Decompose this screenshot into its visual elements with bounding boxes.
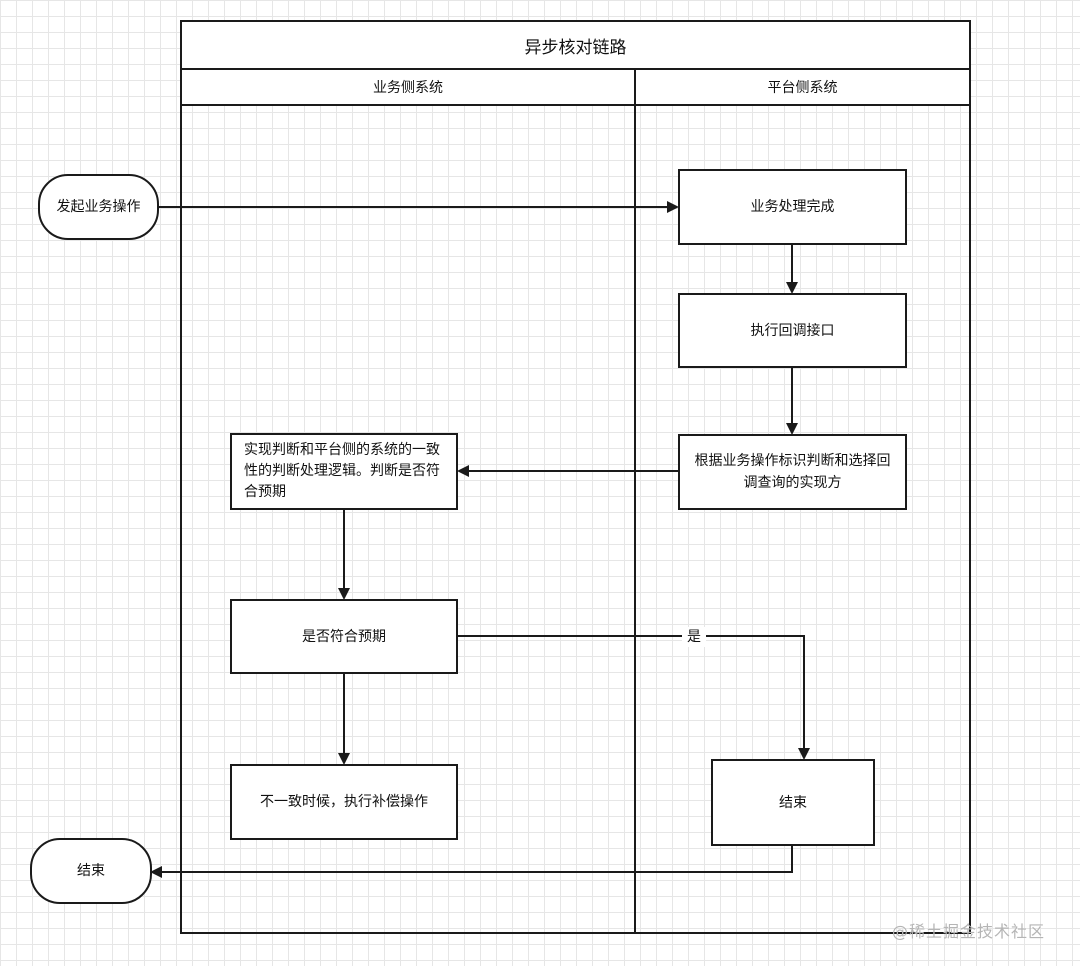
lane-platform xyxy=(634,104,971,934)
watermark: @稀土掘金技术社区 xyxy=(892,922,1046,941)
judge-node: 实现判断和平台侧的系统的一致性的判断处理逻辑。判断是否符合预期 xyxy=(230,433,458,510)
end-outer-node: 结束 xyxy=(30,838,152,904)
compensate-node: 不一致时候，执行补偿操作 xyxy=(230,764,458,840)
end-platform-node: 结束 xyxy=(711,759,875,846)
callback-node: 执行回调接口 xyxy=(678,293,907,368)
pool-title: 异步核对链路 xyxy=(180,20,971,70)
yes-label: 是 xyxy=(682,627,706,647)
lane-header-platform: 平台侧系统 xyxy=(634,68,971,106)
lane-header-business: 业务侧系统 xyxy=(180,68,636,106)
start-node: 发起业务操作 xyxy=(38,174,159,240)
biz-done-node: 业务处理完成 xyxy=(678,169,907,245)
choose-impl-node: 根据业务操作标识判断和选择回调查询的实现方 xyxy=(678,434,907,510)
decision-node: 是否符合预期 xyxy=(230,599,458,674)
